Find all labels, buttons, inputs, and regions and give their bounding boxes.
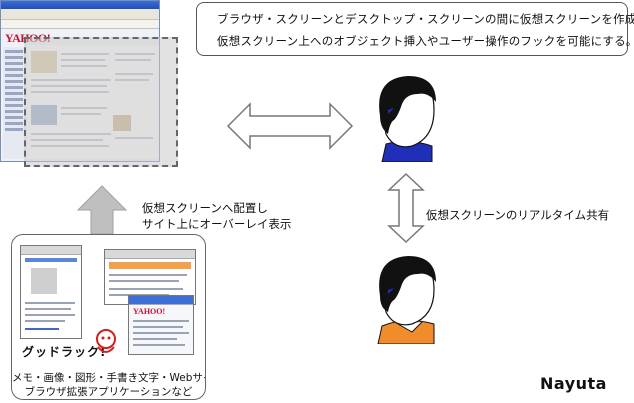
- double-arrow-vertical-icon: [386, 172, 426, 244]
- virtual-screen-overlay: [24, 37, 178, 167]
- caption-line-2: ブラウザ拡張アプリケーションなど: [12, 384, 205, 399]
- source-objects-box: YAHOO! グッドラック! メモ・画像・図形・手書き文字・Webサイト ブラウ…: [11, 234, 206, 400]
- caption-line-1: メモ・画像・図形・手書き文字・Webサイト: [12, 370, 205, 385]
- place-label-line-1: 仮想スクリーンへ配置し: [142, 200, 268, 216]
- mascot-icon: [92, 327, 122, 359]
- double-arrow-horizontal-icon: [226, 100, 354, 152]
- place-label-line-2: サイト上にオーバーレイ表示: [142, 216, 291, 232]
- callout-line-2: 仮想スクリーン上へのオブジェクト挿入やユーザー操作のフックを可能にする。: [217, 33, 634, 49]
- window-titlebar: [1, 1, 159, 9]
- up-arrow-icon: [76, 184, 128, 236]
- person-icon: [372, 72, 442, 162]
- brand-name: Nayuta: [540, 374, 607, 393]
- realtime-share-label: 仮想スクリーンのリアルタイム共有: [426, 207, 609, 223]
- website-thumbnail: YAHOO!: [128, 295, 194, 355]
- person-icon: [372, 252, 442, 344]
- window-toolbar: [1, 9, 159, 20]
- site-nav-column: [3, 47, 25, 159]
- description-callout: ブラウザ・スクリーンとデスクトップ・スクリーンの間に仮想スクリーンを作成。 仮想…: [196, 2, 628, 56]
- doc-note-icon: [20, 245, 82, 339]
- thumb-logo: YAHOO!: [133, 307, 165, 316]
- window-address-bar: [1, 20, 159, 29]
- callout-line-1: ブラウザ・スクリーンとデスクトップ・スクリーンの間に仮想スクリーンを作成。: [217, 11, 634, 27]
